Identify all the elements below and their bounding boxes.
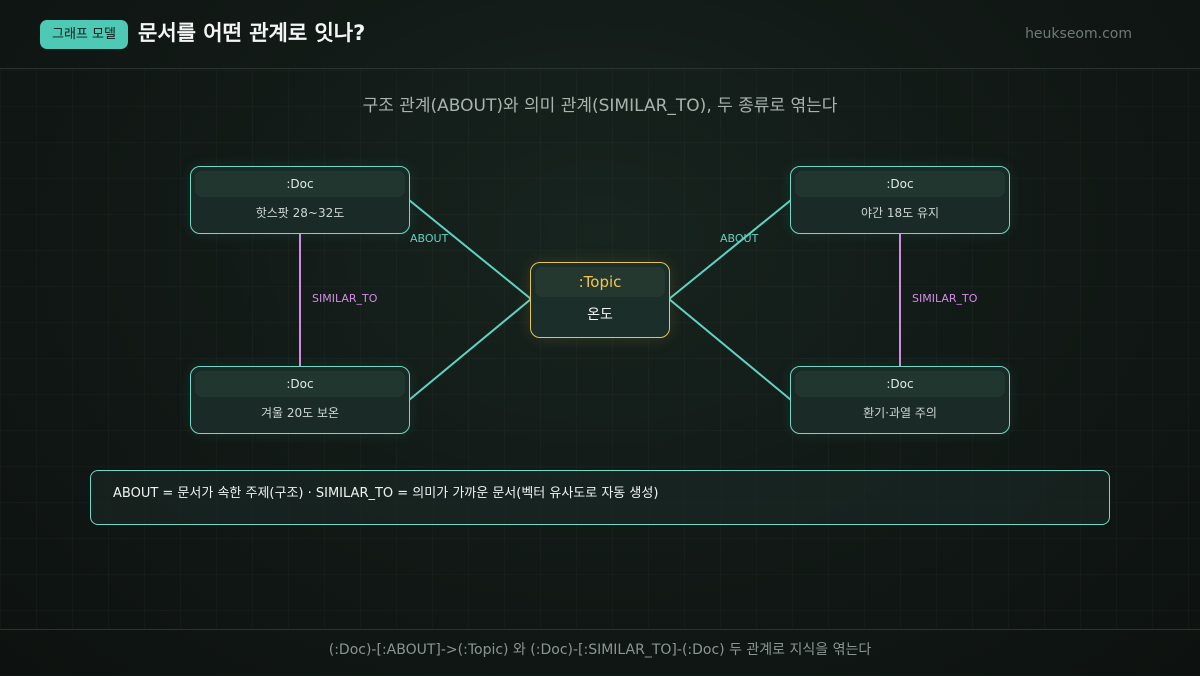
node-type-label: :Doc — [195, 171, 405, 197]
site-url[interactable]: heukseom.com — [1025, 26, 1132, 42]
page-title: 문서를 어떤 관계로 잇나? — [138, 21, 366, 45]
legend-note: ABOUT = 문서가 속한 주제(구조) · SIMILAR_TO = 의미가… — [90, 470, 1110, 525]
node-text: 환기·과열 주의 — [863, 406, 937, 420]
topic-node-temperature[interactable]: :Topic 온도 — [530, 262, 670, 338]
edge-label-similar-right: SIMILAR_TO — [912, 292, 978, 305]
edge-label-similar-left: SIMILAR_TO — [312, 292, 378, 305]
edge-label-about-right: ABOUT — [720, 232, 759, 245]
node-text: 겨울 20도 보온 — [260, 406, 340, 420]
node-text: 온도 — [587, 307, 613, 323]
node-text: 핫스팟 28~32도 — [255, 206, 345, 220]
node-text: 야간 18도 유지 — [860, 206, 940, 220]
edge-doc3-topic — [668, 199, 792, 300]
category-badge: 그래프 모델 — [40, 20, 128, 49]
node-type-label: :Topic — [535, 267, 665, 297]
doc-node-ventilation[interactable]: :Doc 환기·과열 주의 — [790, 366, 1010, 434]
diagram-subtitle: 구조 관계(ABOUT)와 의미 관계(SIMILAR_TO), 두 종류로 엮… — [362, 96, 838, 116]
node-type-label: :Doc — [795, 371, 1005, 397]
node-type-label: :Doc — [195, 371, 405, 397]
footer-caption: (:Doc)-[:ABOUT]->(:Topic) 와 (:Doc)-[:SIM… — [0, 629, 1200, 676]
edge-doc2-topic — [408, 298, 532, 401]
header-bar: 그래프 모델 문서를 어떤 관계로 잇나? heukseom.com — [0, 0, 1200, 69]
edge-doc1-topic — [408, 199, 532, 300]
edge-doc4-topic — [668, 298, 792, 401]
doc-node-hotspot[interactable]: :Doc 핫스팟 28~32도 — [190, 166, 410, 234]
doc-node-winter[interactable]: :Doc 겨울 20도 보온 — [190, 366, 410, 434]
doc-node-night[interactable]: :Doc 야간 18도 유지 — [790, 166, 1010, 234]
edge-label-about-left: ABOUT — [410, 232, 449, 245]
node-type-label: :Doc — [795, 171, 1005, 197]
